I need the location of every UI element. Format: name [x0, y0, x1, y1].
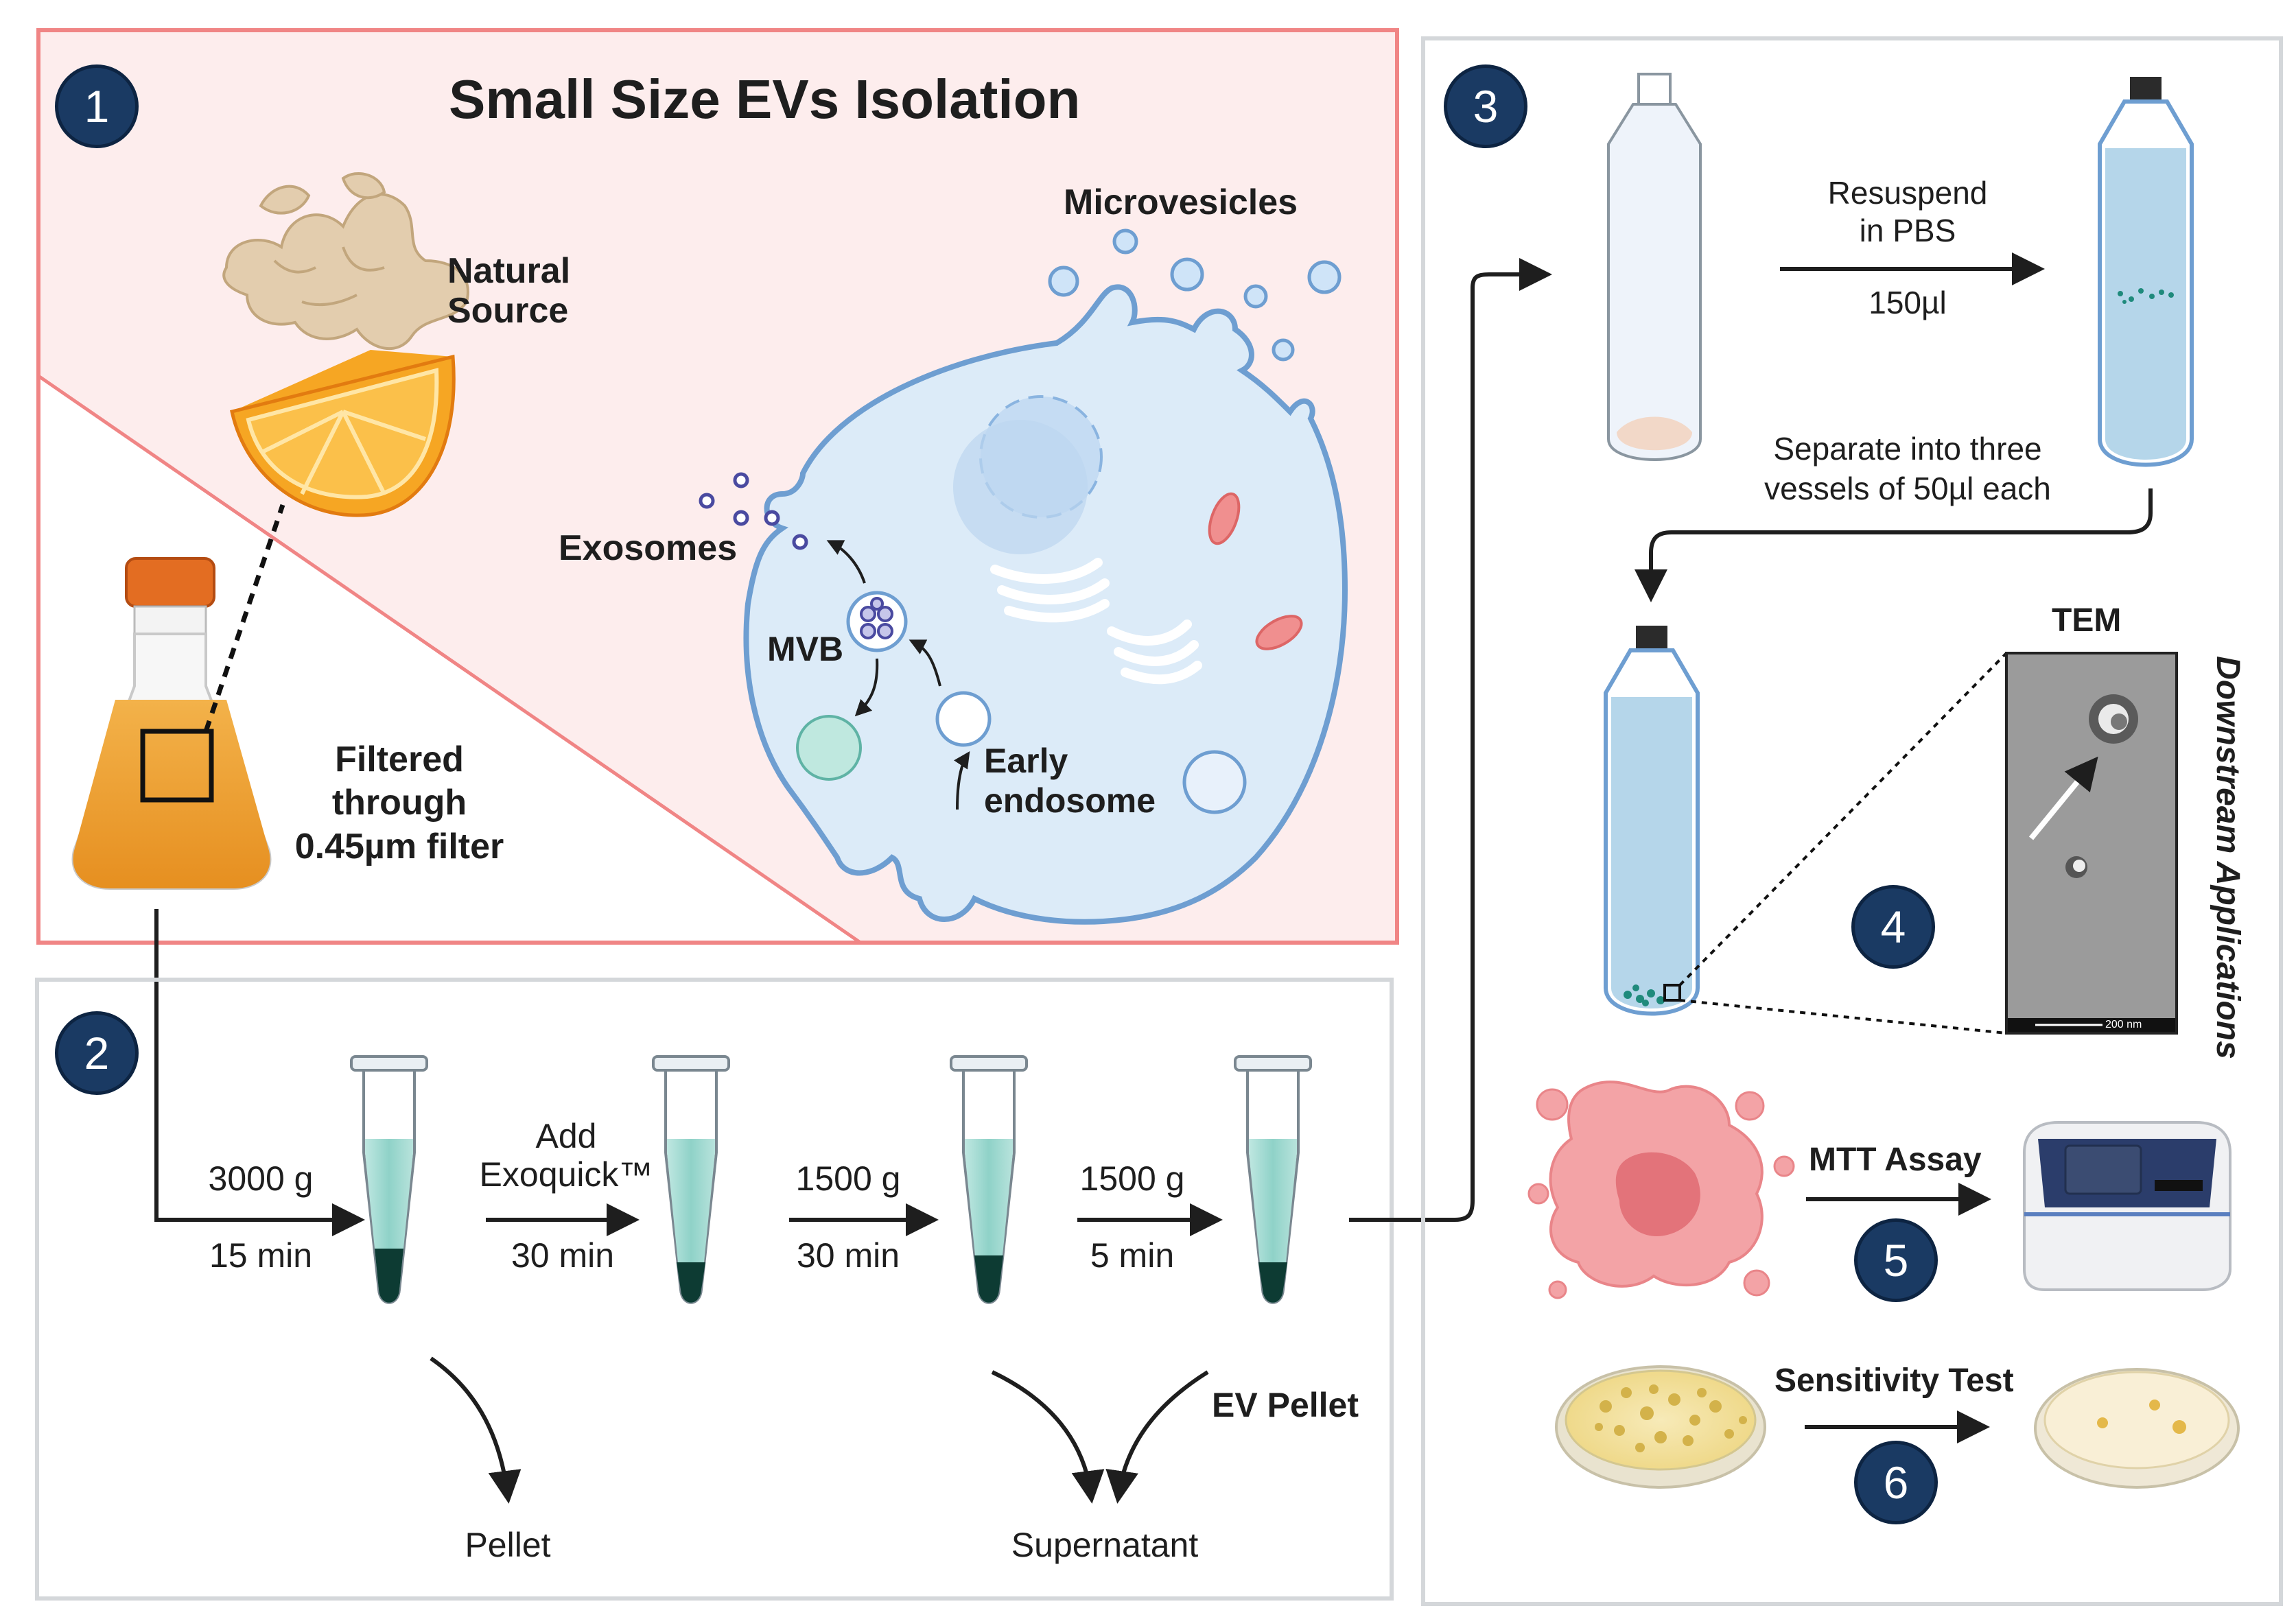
orange-slice-icon — [230, 350, 456, 517]
panel-1-title: Small Size EVs Isolation — [449, 69, 1081, 130]
tem-zoom-line-bottom — [1679, 999, 2007, 1035]
badge-3: 3 — [1444, 64, 1527, 148]
tube-2 — [652, 1055, 730, 1304]
connector-to-panel-3 — [1349, 258, 1552, 1222]
arrow-separate — [1635, 488, 2153, 602]
step-2-line-1: Add — [535, 1117, 597, 1155]
tem-image — [2005, 652, 2178, 1035]
step-3-speed: 1500 g — [795, 1159, 901, 1198]
arrow-to-pellet — [430, 1356, 522, 1504]
filter-line-3: 0.45µm filter — [294, 826, 504, 866]
ultracentrifuge-tube-3 — [1604, 626, 1700, 1016]
flask-icon — [71, 504, 285, 890]
step-4-speed: 1500 g — [1079, 1159, 1185, 1198]
lysosome — [796, 715, 862, 781]
petri-dish-clear-icon — [2034, 1368, 2240, 1489]
panel-1-diagonal — [37, 374, 862, 945]
exosomes-label: Exosomes — [559, 528, 738, 568]
panel-3 — [1421, 36, 2283, 1606]
filter-line-1: Filtered — [335, 740, 464, 779]
early-endosome-label: Early endosome — [984, 741, 1156, 821]
mtt-label: MTT Assay — [1809, 1142, 1982, 1178]
cell-diagram — [699, 228, 1348, 925]
natural-source-label: Natural Source — [447, 251, 570, 331]
step-1-speed: 3000 g — [208, 1159, 314, 1198]
badge-5: 5 — [1854, 1218, 1938, 1302]
resuspend-line-2: in PBS — [1859, 213, 1956, 249]
supernatant-label: Supernatant — [1011, 1526, 1199, 1564]
resuspend-line-1: Resuspend — [1827, 175, 1988, 211]
ultracentrifuge-tube-2 — [2098, 77, 2194, 467]
separate-label: Separate into three vessels of 50µl each — [1729, 429, 2086, 509]
step-1-time: 15 min — [209, 1236, 313, 1275]
mitochondrion — [1255, 615, 1303, 650]
microvesicle-particles — [1048, 228, 1342, 362]
microvesicles-label: Microvesicles — [1064, 182, 1298, 222]
natural-source-line-2: Source — [447, 291, 569, 331]
exosome-particles — [699, 472, 808, 550]
step-2-time: 30 min — [511, 1236, 615, 1275]
step-2-line-2: Exoquick™ — [479, 1155, 653, 1194]
early-endosome-line-1: Early — [984, 742, 1068, 780]
badge-6: 6 — [1854, 1441, 1938, 1524]
step-3-time: 30 min — [796, 1236, 900, 1275]
filter-label: Filtered through 0.45µm filter — [268, 738, 531, 869]
badge-2: 2 — [55, 1011, 139, 1095]
separate-line-1: Separate into three — [1773, 431, 2042, 467]
tube-1 — [350, 1055, 428, 1304]
volume-label: 150µl — [1869, 285, 1947, 320]
step-2-reagent: Add Exoquick™ — [473, 1117, 659, 1194]
sensitivity-label: Sensitivity Test — [1774, 1362, 2014, 1399]
step-4-time: 5 min — [1090, 1236, 1175, 1275]
panel-1 — [36, 28, 1399, 945]
pellet-label: Pellet — [465, 1526, 551, 1564]
separate-line-2: vessels of 50µl each — [1764, 470, 2051, 506]
badge-1: 1 — [55, 64, 139, 148]
filter-line-2: through — [331, 783, 467, 823]
tube-4 — [1234, 1055, 1312, 1304]
downstream-label: Downstream Applications — [2209, 656, 2246, 1059]
early-endosome — [935, 691, 992, 747]
ultracentrifuge-tube-1 — [1607, 73, 1702, 461]
natural-source-line-1: Natural — [447, 251, 571, 291]
scale-bar-label: 200 nm — [2105, 1019, 2142, 1030]
cancer-cell-icon — [1527, 1081, 1795, 1299]
tem-arrow — [2028, 756, 2098, 840]
early-endosome-line-2: endosome — [984, 781, 1156, 820]
arrow-to-supernatant-right — [1105, 1370, 1209, 1504]
mitochondrion — [1208, 492, 1241, 545]
golgi — [990, 558, 1110, 623]
ginger-icon — [222, 172, 469, 350]
panel-2 — [35, 978, 1394, 1601]
plate-reader-icon — [2023, 1121, 2231, 1291]
panel-3-frame — [1421, 36, 2283, 1606]
arrow-to-supernatant-left — [991, 1370, 1105, 1504]
tem-label: TEM — [2052, 602, 2122, 639]
ev-pellet-label: EV Pellet — [1212, 1386, 1359, 1424]
resuspend-label: Resuspend in PBS — [1770, 174, 2045, 250]
mvb-label: MVB — [767, 630, 844, 668]
panel-2-frame — [35, 978, 1394, 1601]
tube-3 — [950, 1055, 1028, 1304]
tem-zoom-line-top — [1678, 652, 2008, 987]
connector-flask-to-tube — [154, 909, 365, 1236]
petri-dish-colonies-icon — [1555, 1365, 1766, 1489]
badge-4: 4 — [1851, 885, 1935, 969]
